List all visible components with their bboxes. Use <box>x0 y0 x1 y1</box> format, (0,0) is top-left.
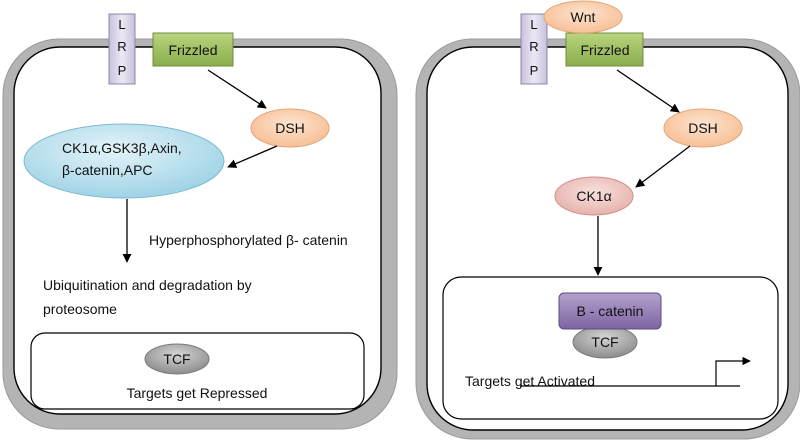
right-frizzled-label: Frizzled <box>580 42 629 58</box>
arrow-frizzled-to-dsh <box>207 69 267 109</box>
destruction-complex <box>23 123 225 199</box>
right-cell: L R P Frizzled Wnt DSH CK1α TCF B - cate… <box>415 0 800 440</box>
left-frizzled-label: Frizzled <box>168 42 217 58</box>
targets-activated-label: Targets get Activated <box>465 373 595 389</box>
left-tcf-label: TCF <box>163 351 190 367</box>
arrow-right-frizzled-to-dsh <box>616 69 680 113</box>
left-cell: L R P Frizzled DSH CK1α,GSK3β,Axin, β-ca… <box>2 13 398 430</box>
left-dsh-label: DSH <box>275 120 305 136</box>
right-lrp-letter-r: R <box>529 39 538 54</box>
targets-activated-suffix: get Activated <box>515 373 595 389</box>
right-frizzled-receptor <box>565 32 644 67</box>
right-lrp-receptor <box>520 13 548 85</box>
ck1a-node <box>554 176 634 216</box>
left-lrp-letter-r: R <box>117 39 126 54</box>
left-tcf-node <box>144 343 210 375</box>
complex-label-line1: CK1α,GSK3β,Axin, <box>62 140 182 156</box>
left-lrp-letter-l: L <box>118 17 125 32</box>
hyperphosphorylated-label: Hyperphosphorylated β- catenin <box>149 232 348 248</box>
ubiquitination-label-line1: Ubiquitination and degradation by <box>43 277 252 293</box>
left-lrp-letter-p: P <box>118 63 127 78</box>
ubiquitination-label-line2: proteosome <box>43 301 117 317</box>
right-tcf-label: TCF <box>591 334 618 350</box>
left-dsh-node <box>250 108 330 148</box>
right-lrp-letter-p: P <box>530 63 539 78</box>
arrow-dsh-to-complex <box>227 145 278 168</box>
right-lrp-letter-l: L <box>530 17 537 32</box>
b-catenin-label: B - catenin <box>577 303 644 319</box>
transcription-start-arrow <box>715 356 751 386</box>
right-dsh-label: DSH <box>688 120 718 136</box>
b-catenin-protein <box>558 292 662 330</box>
targets-activated-prefix: Targets <box>465 373 515 389</box>
complex-label-line2: β-catenin,APC <box>62 162 153 178</box>
left-lrp-receptor <box>108 13 136 85</box>
wnt-label: Wnt <box>571 9 596 25</box>
ck1a-label: CK1α <box>576 188 611 204</box>
arrow-dsh-to-ck1a <box>635 145 691 188</box>
right-dsh-node <box>663 108 743 148</box>
targets-repressed-label: Targets get Repressed <box>127 385 268 401</box>
wnt-ligand <box>543 0 623 34</box>
left-frizzled-receptor <box>152 32 234 67</box>
